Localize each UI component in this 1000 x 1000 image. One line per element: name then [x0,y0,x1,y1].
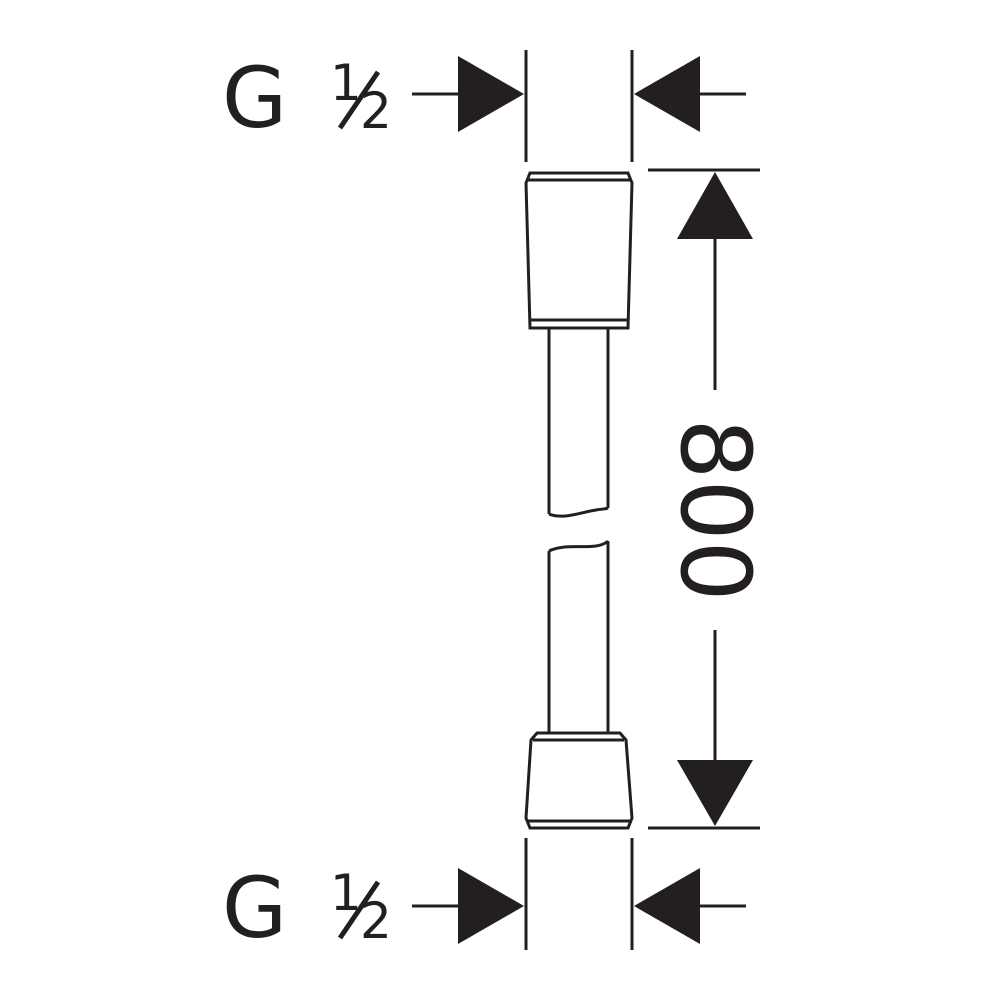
bottom-right-arrowhead [634,868,700,944]
length-arrowhead-up [677,172,753,239]
bottom-left-arrowhead [458,868,524,944]
bottom-thread-letter: G [222,859,287,957]
bottom-thread-label: G 1 2 [222,859,392,957]
top-thread-label: G 1 2 [222,49,392,147]
top-thread-letter: G [222,49,287,147]
bottom-fraction-denominator: 2 [360,892,392,950]
top-width-dimension [412,50,746,162]
length-arrowhead-down [677,760,753,826]
shower-hose [524,171,634,830]
top-nut [524,171,634,330]
bottom-width-dimension [412,838,746,950]
length-dimension-value: 800 [659,418,771,601]
bottom-fraction-slash [337,880,381,940]
hose-lower-section [547,539,610,733]
top-right-arrowhead [634,56,700,132]
bottom-nut [524,731,634,830]
length-dimension [648,168,760,830]
hose-upper-section [547,328,610,518]
top-left-arrowhead [458,56,524,132]
top-fraction-denominator: 2 [360,82,392,140]
top-fraction-slash [337,70,381,130]
